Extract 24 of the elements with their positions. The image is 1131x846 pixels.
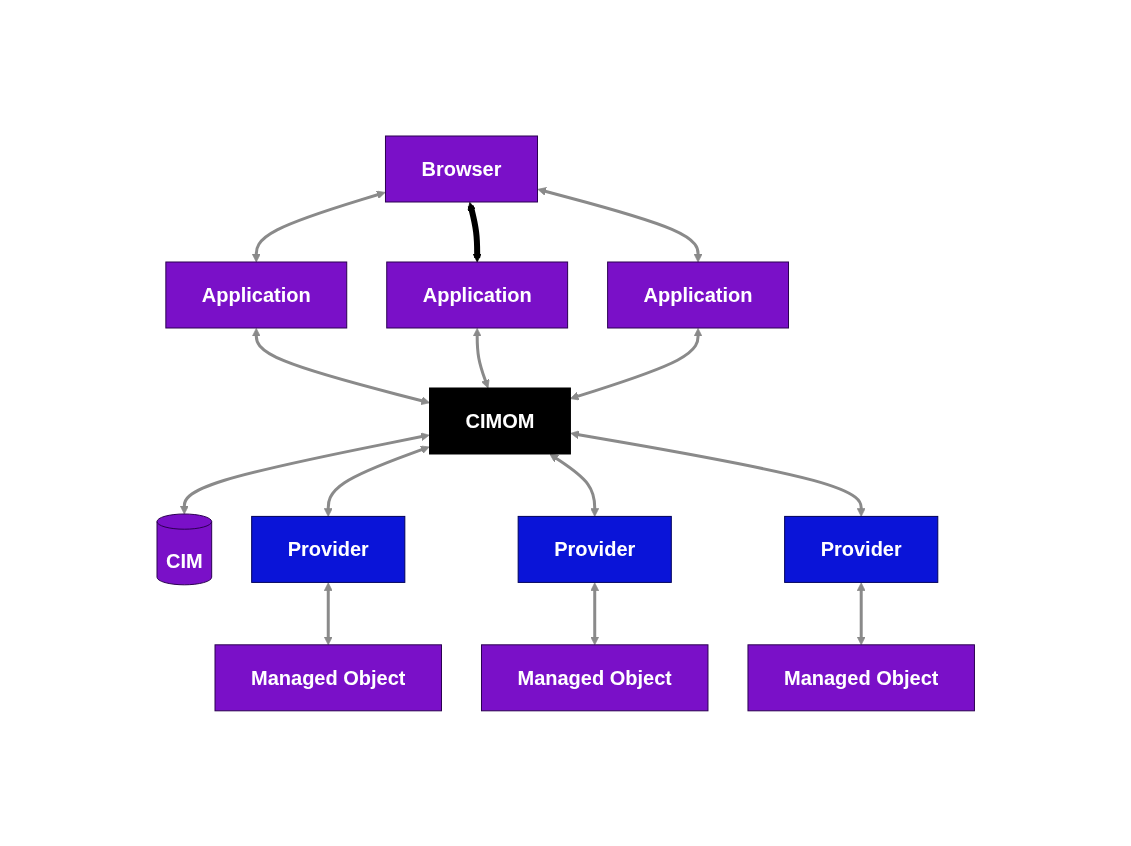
- arrow: [856, 582, 866, 645]
- node-box: Browser: [384, 135, 538, 203]
- arrow: [251, 327, 430, 405]
- arrow: [569, 327, 703, 400]
- node-box: Provider: [517, 515, 672, 583]
- node-box: Application: [386, 261, 568, 329]
- node-box: Managed Object: [480, 643, 709, 711]
- arrow: [537, 186, 703, 262]
- arrow: [251, 190, 386, 262]
- arrow: [179, 431, 430, 514]
- node-box: Managed Object: [747, 643, 975, 711]
- node-box: Application: [606, 261, 789, 329]
- arrow: [323, 582, 333, 645]
- node-box: Application: [165, 261, 347, 329]
- node-box: Provider: [250, 515, 406, 583]
- node-box: Provider: [783, 515, 939, 583]
- arrow: [549, 453, 599, 517]
- node-box: Managed Object: [214, 643, 442, 711]
- arrow: [570, 430, 866, 517]
- arrow: [323, 445, 430, 517]
- arrow: [467, 201, 482, 262]
- arrow: [590, 582, 599, 645]
- arrow: [472, 327, 490, 388]
- node-box: CIMOM: [428, 387, 571, 455]
